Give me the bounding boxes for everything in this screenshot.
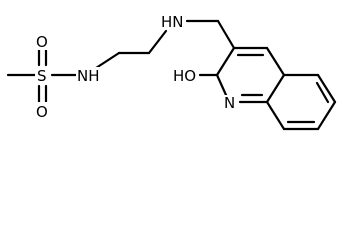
atom-label-hydroxyl: HO <box>173 67 196 85</box>
bond-c4-c4a <box>265 46 286 77</box>
bond-c5-c6 <box>316 73 337 104</box>
bond-c2-c3 <box>215 46 236 77</box>
atom-label-amine-nh: HN <box>161 13 184 31</box>
bond-layer <box>6 19 337 131</box>
bond-nh-ch2 <box>94 51 121 70</box>
bond-c4a-c8a <box>265 73 286 104</box>
bond-c5-c6-inner <box>315 81 330 104</box>
label-layer: S O O NH HN HO N <box>35 13 238 121</box>
atom-label-sulfonamide-nh: NH <box>77 67 100 85</box>
atom-label-oxygen-bottom: O <box>36 103 48 121</box>
molecule-structure: S O O NH HN HO N <box>6 13 337 131</box>
bond-c6-c7 <box>316 100 337 131</box>
bond-c8-c8a <box>265 100 286 131</box>
atom-label-oxygen-top: O <box>36 33 48 51</box>
bond-ch2-c3 <box>216 19 236 50</box>
atom-label-sulfur: S <box>37 67 47 85</box>
bond-ch2-hn <box>147 29 168 55</box>
atom-label-ring-n: N <box>224 94 235 112</box>
bond-n1-c2 <box>215 73 228 97</box>
